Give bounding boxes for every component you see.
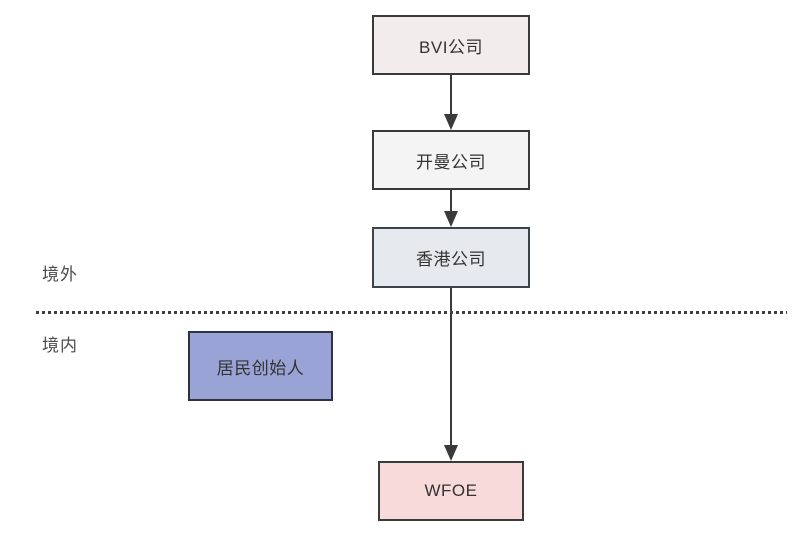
node-resident-founder-label: 居民创始人 — [216, 358, 305, 378]
region-label-offshore: 境外 — [42, 265, 78, 284]
node-cayman-company: 开曼公司 — [372, 130, 530, 190]
arrow-hongkong-to-wfoe-head-icon — [444, 445, 458, 461]
arrow-cayman-to-hongkong-line — [450, 190, 452, 211]
arrow-bvi-to-cayman-head-icon — [444, 114, 458, 130]
border-divider-line — [36, 311, 787, 314]
node-cayman-company-label: 开曼公司 — [416, 152, 486, 172]
region-label-onshore: 境内 — [42, 336, 78, 355]
arrow-cayman-to-hongkong-head-icon — [444, 211, 458, 227]
node-wfoe-label: WFOE — [424, 481, 478, 500]
node-bvi-company-label: BVI公司 — [419, 37, 483, 57]
arrow-hongkong-to-wfoe-line — [450, 288, 452, 445]
node-wfoe: WFOE — [378, 461, 524, 521]
node-hongkong-company-label: 香港公司 — [416, 250, 486, 269]
node-bvi-company: BVI公司 — [372, 15, 530, 75]
node-resident-founder: 居民创始人 — [188, 331, 333, 401]
arrow-bvi-to-cayman-line — [450, 75, 452, 114]
node-hongkong-company: 香港公司 — [372, 227, 530, 288]
